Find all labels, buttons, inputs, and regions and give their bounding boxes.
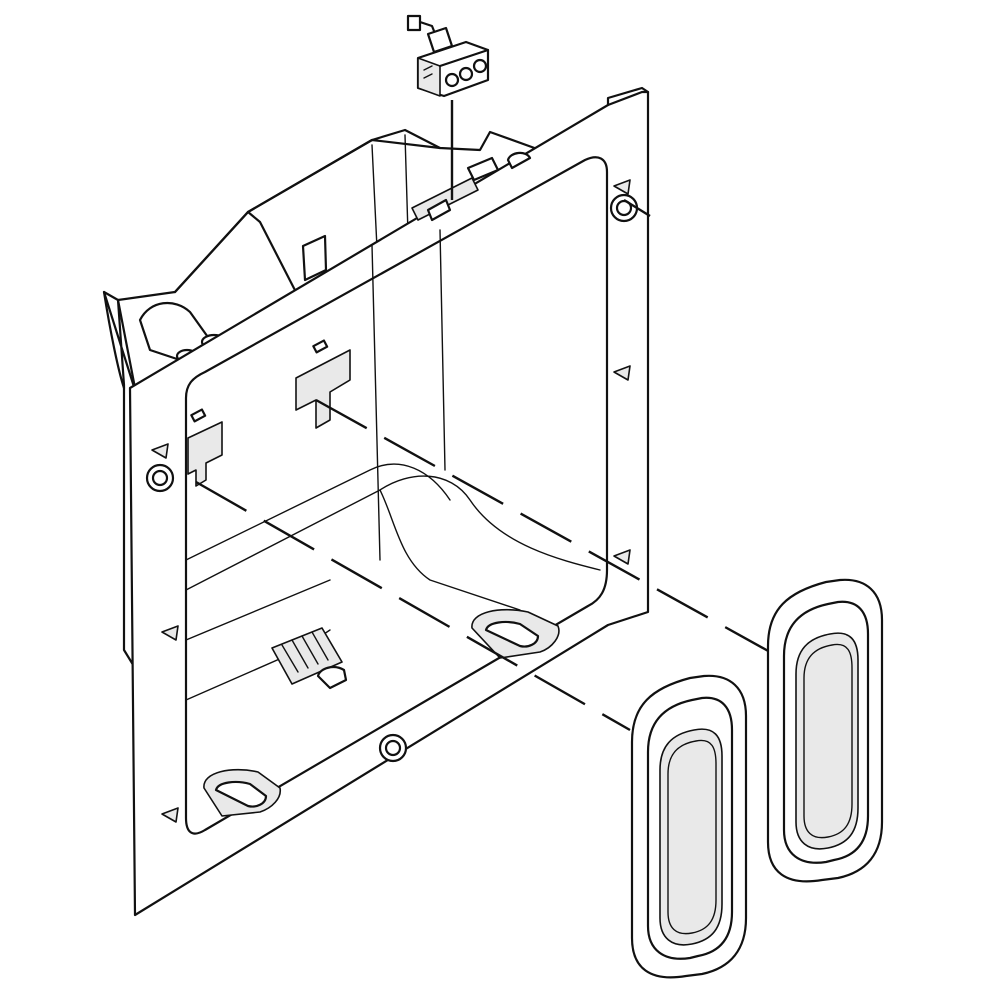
assembly-guides (195, 198, 771, 732)
cover-left-inner (667, 739, 717, 935)
cover-right-inner (803, 643, 853, 839)
guide-line-left-cover (195, 480, 631, 732)
connector-edge (438, 48, 490, 68)
guide-line-right-cover (315, 398, 771, 654)
arrow-mark-4 (151, 443, 169, 459)
cover-right-face (795, 632, 859, 850)
arrow-mark-5 (161, 625, 179, 641)
back-clip (301, 234, 328, 282)
frame-slot-left (187, 421, 223, 487)
front-frame (128, 86, 650, 917)
frame-slot-top (295, 349, 351, 429)
cover-right (766, 578, 884, 883)
connector-wire-plug (406, 14, 422, 32)
box-rim-fold (246, 210, 302, 302)
box-rim-inner (173, 138, 442, 294)
mounting-hole-upper-right (609, 193, 639, 223)
arrow-mark-6 (161, 807, 179, 823)
connector-detail (423, 65, 433, 79)
arrow-mark-2 (613, 365, 631, 381)
guide-line-hole (623, 198, 651, 218)
connector-pin-3 (472, 58, 488, 74)
box-left-edge (102, 290, 126, 390)
floor-clip (271, 627, 348, 690)
top-post-right (506, 151, 532, 170)
cover-left (630, 674, 748, 979)
frame-tab-1 (190, 408, 207, 423)
mounting-hole-bottom (378, 733, 408, 763)
latch-clip-center (471, 608, 560, 659)
cover-left-face (659, 728, 723, 946)
top-socket-slot (426, 198, 452, 222)
frame-tab-2 (312, 339, 329, 354)
inner-bottom-curve (185, 475, 601, 591)
arrow-mark-3 (613, 549, 631, 565)
mounting-hole-left (145, 463, 175, 493)
inner-right-seam (439, 229, 446, 471)
inner-bottom-curve-2 (185, 463, 451, 561)
top-socket-right (466, 156, 500, 182)
inner-back-seam (371, 244, 381, 561)
connector-pin-1 (444, 72, 460, 88)
frame-top-lip (606, 86, 650, 107)
connector-side (417, 57, 441, 97)
arrow-mark-1 (613, 179, 631, 195)
latch-clip-lower-left (203, 768, 282, 817)
connector-pin-2 (458, 66, 474, 82)
electrical-connector (406, 14, 490, 200)
inner-corner-curve (379, 489, 521, 611)
